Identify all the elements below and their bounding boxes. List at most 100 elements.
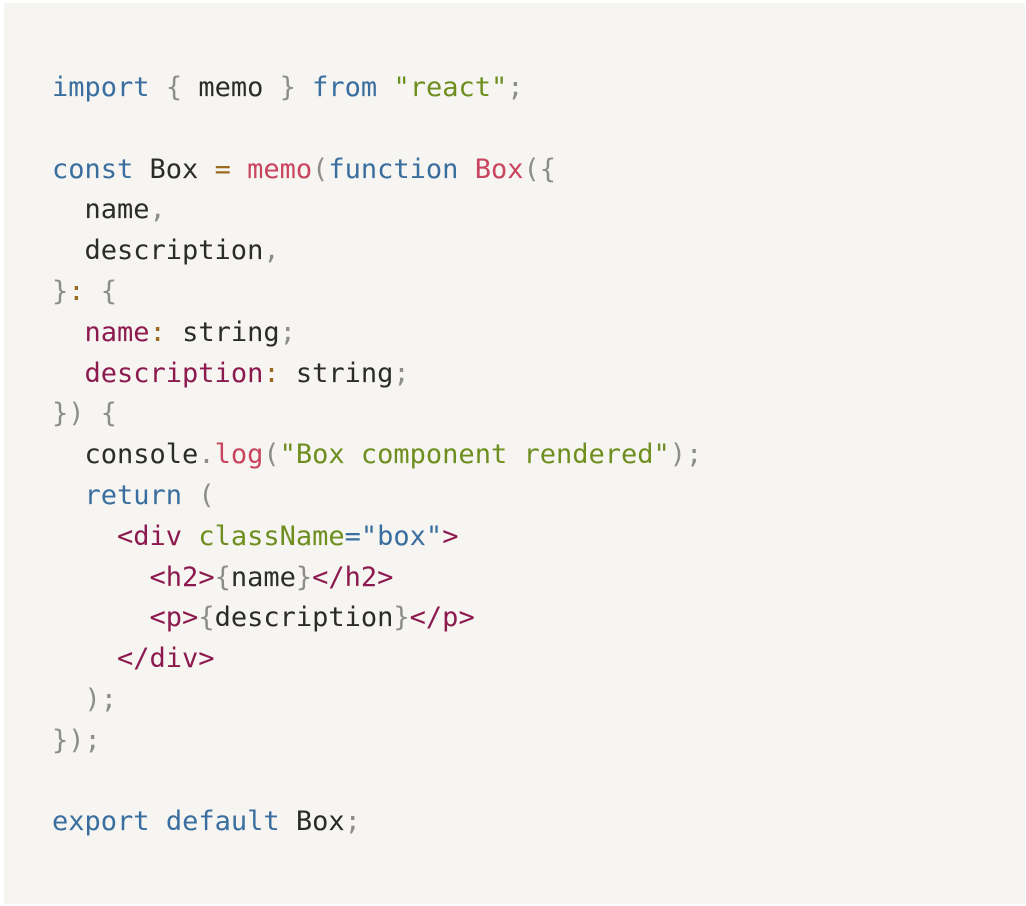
code-token: } [393, 602, 410, 634]
code-token: from [312, 72, 378, 103]
code-token [52, 521, 117, 552]
code-line: }) { [52, 394, 1025, 435]
code-token [377, 72, 393, 103]
code-token: { [165, 72, 183, 103]
code-token: = [214, 153, 231, 185]
code-line: console.log("Box component rendered"); [52, 435, 1025, 476]
code-token: export [52, 806, 150, 838]
code-token: </p> [409, 602, 475, 634]
code-line: <h2>{name}</h2> [52, 558, 1025, 599]
code-token: </div> [117, 643, 215, 675]
code-token: className [198, 520, 345, 552]
code-token: "box" [360, 520, 443, 552]
code-token [85, 398, 101, 429]
code-token: ({ [523, 153, 556, 185]
code-token: : [149, 316, 166, 348]
code-token: name [52, 194, 150, 226]
code-token [52, 317, 85, 348]
code-snippet-panel: import { memo } from "react"; const Box =… [4, 3, 1025, 904]
code-token: memo [182, 72, 280, 103]
code-token: . [198, 439, 215, 471]
code-token: string [165, 316, 280, 348]
code-token: name [84, 316, 150, 348]
code-token: ); [52, 683, 118, 715]
code-token [52, 602, 150, 633]
code-line: ); [52, 680, 1025, 721]
code-line: <div className="box"> [52, 517, 1025, 558]
code-token: ; [344, 806, 361, 838]
code-token [150, 72, 166, 103]
code-token: import [52, 72, 150, 103]
code-token: ( [198, 479, 215, 511]
code-token: return [84, 479, 183, 511]
code-token: console [52, 439, 199, 471]
code-line: return ( [52, 476, 1025, 517]
code-token: description [214, 602, 394, 634]
code-token: log [214, 439, 264, 471]
code-line: import { memo } from "react"; [52, 68, 1025, 109]
code-token: <div [117, 520, 183, 552]
code-token: const [52, 153, 134, 185]
code-token [52, 562, 150, 593]
code-line: description: string; [52, 354, 1025, 395]
code-token: ; [507, 72, 524, 103]
code-token: string [279, 357, 394, 389]
code-token: "react" [393, 72, 508, 103]
code-token [182, 521, 198, 552]
code-token: "Box component rendered" [279, 439, 670, 471]
code-line: }: { [52, 272, 1025, 313]
code-token: { [100, 275, 118, 307]
code-token: ); [669, 439, 703, 471]
code-line [52, 109, 1025, 150]
code-line: description, [52, 231, 1025, 272]
code-token: ( [312, 153, 329, 185]
code-token: } [295, 561, 313, 593]
code-token: { [100, 398, 118, 430]
code-line: name, [52, 190, 1025, 231]
code-token [458, 154, 474, 185]
code-token: name [230, 561, 296, 593]
code-token: description [84, 357, 264, 389]
code-token [150, 806, 166, 837]
code-line: <p>{description}</p> [52, 598, 1025, 639]
code-token: } [52, 275, 69, 307]
code-token: Box [474, 153, 524, 185]
code-line: </div> [52, 639, 1025, 680]
code-token: , [149, 194, 166, 226]
code-token: </h2> [312, 561, 394, 593]
code-token: { [214, 561, 231, 593]
code-line: const Box = memo(function Box({ [52, 150, 1025, 191]
code-token [85, 276, 101, 307]
code-token: }) [52, 398, 85, 430]
code-token: : [263, 357, 280, 389]
code-token [182, 480, 198, 511]
code-token: , [263, 235, 280, 267]
code-line: name: string; [52, 313, 1025, 354]
code-token: ; [393, 357, 410, 389]
code-token: > [442, 520, 459, 552]
code-token: }); [52, 724, 101, 756]
code-token [52, 480, 85, 511]
code-token: description [52, 235, 264, 267]
code-token: ( [263, 439, 280, 471]
code-token: : [68, 275, 85, 307]
code-token: Box [279, 806, 345, 838]
code-token: memo [247, 153, 313, 185]
code-token: <p> [149, 602, 199, 634]
code-token [231, 154, 247, 185]
code-token: Box [133, 153, 215, 185]
code-token: function [328, 153, 459, 185]
code-token: = [344, 520, 361, 552]
code-token [296, 72, 312, 103]
code-token [52, 643, 117, 674]
code-line: export default Box; [52, 802, 1025, 843]
code-token: <h2> [149, 561, 215, 593]
code-line: }); [52, 721, 1025, 762]
code-token: } [279, 72, 296, 103]
code-token: ; [279, 316, 296, 348]
code-token: default [165, 806, 280, 838]
code-token: { [198, 602, 215, 634]
code-block: import { memo } from "react"; const Box =… [52, 68, 1025, 843]
code-line [52, 762, 1025, 803]
code-token [52, 358, 85, 389]
